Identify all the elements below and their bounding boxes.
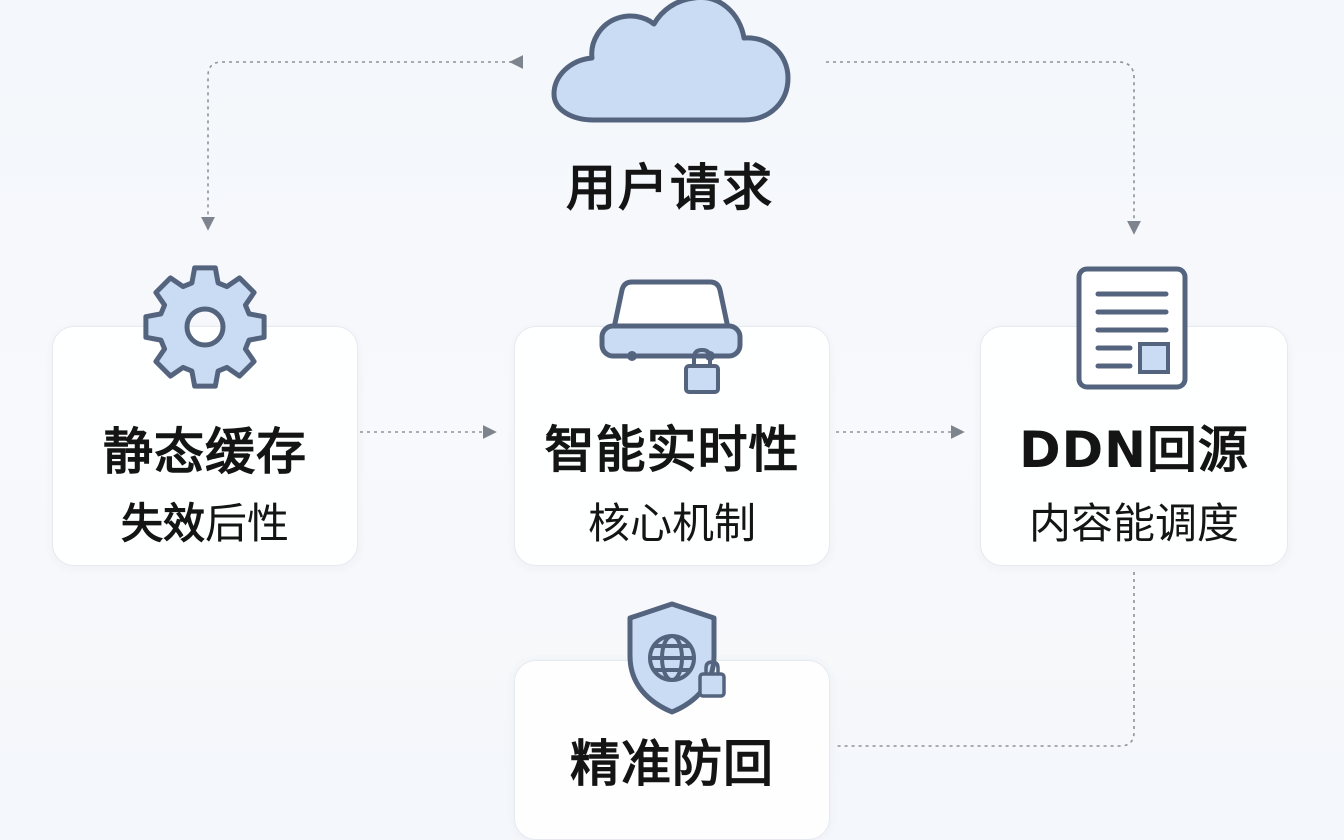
smart-realtime-title: 智能实时性	[544, 421, 800, 479]
card-static-cache: 静态缓存 失效后性	[52, 326, 358, 566]
static-cache-title: 静态缓存	[103, 423, 307, 481]
static-cache-subtitle-rest: 后性	[205, 499, 290, 548]
ddn-origin-title: DDN回源	[1019, 421, 1249, 479]
gear-icon	[143, 265, 267, 389]
smart-realtime-subtitle: 核心机制	[587, 499, 756, 548]
connector-cloud-to-gear	[201, 55, 524, 231]
card-smart-realtime: 智能实时性 核心机制	[514, 326, 830, 566]
cloud-icon	[551, 0, 791, 123]
static-cache-subtitle: 失效后性	[53, 499, 357, 549]
connector-layer	[201, 55, 1141, 747]
connector-ddn-to-security	[834, 572, 1135, 747]
security-title: 精准防回	[570, 735, 774, 793]
ddn-origin-subtitle: 内容能调度	[1028, 499, 1239, 548]
static-cache-subtitle-bold: 失效	[120, 499, 205, 548]
user-request-label: 用户请求	[566, 159, 774, 217]
router-lock-icon	[599, 279, 743, 394]
shield-globe-icon	[627, 601, 726, 715]
document-icon	[1076, 266, 1188, 390]
connector-cloud-to-document	[826, 61, 1141, 235]
